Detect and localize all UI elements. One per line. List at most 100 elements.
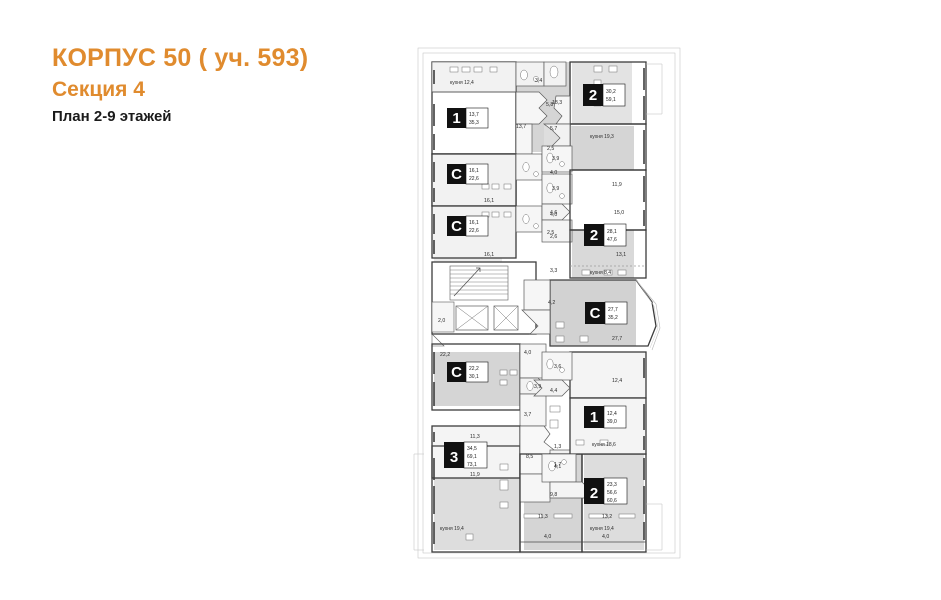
badge-area-with-balcony: 73,1 [467, 462, 477, 468]
badge-area-living: 28,1 [607, 229, 617, 235]
dim-1-7: 1,7 [554, 462, 561, 468]
dim-13-1: 13,1 [616, 252, 626, 258]
kitchen-apt2-bottom: кухня 19,4 [590, 526, 614, 532]
dim-3-3: 3,3 [550, 268, 557, 274]
dim-18-3: 18,3 [552, 100, 562, 106]
dim-4-0a: 4,0 [550, 170, 557, 176]
dim-kitchen-apt1-top: кухня 12,4 [450, 80, 474, 86]
dim-16-1b: 16,1 [484, 252, 494, 258]
dim-15-0: 15,0 [614, 210, 624, 216]
dim-1-3: 1,3 [554, 444, 561, 450]
floor-plan-drawing: кухня 12,4 3,4 5,8 13,7 2,5 4,0 16,1 4,0… [413, 47, 681, 559]
dim-11-3b: 11,3 [538, 514, 548, 520]
apartment-badge-2-mid-right[interactable]: 2 28,1 47,6 [584, 223, 627, 247]
dim-5-8: 5,8 [546, 102, 553, 108]
dimension-labels: кухня 12,4 3,4 5,8 13,7 2,5 4,0 16,1 4,0… [438, 78, 626, 540]
dim-3-9c: 3,9 [552, 186, 559, 192]
badge-area-living: 30,2 [606, 89, 616, 95]
dim-4-6: 4,6 [550, 210, 557, 216]
badge-letter: 1 [452, 110, 460, 127]
page-title-line2: Секция 4 [52, 77, 145, 101]
badge-area-total: 35,3 [469, 120, 479, 126]
badge-area-living: 13,7 [469, 112, 479, 118]
dim-11-9: 11,9 [470, 472, 480, 478]
badge-area-total: 59,1 [606, 97, 616, 103]
badge-letter: C [451, 166, 462, 183]
bathroom-cluster-top [515, 61, 567, 87]
apartment-badge-c-upper-left-2[interactable]: C 16,1 22,6 [447, 215, 489, 237]
kitchen-apt1-low: кухня 18,6 [592, 442, 616, 448]
kitchen-apt2-mid: кухня 8,4 [590, 270, 611, 276]
balcony-outlines [413, 63, 663, 551]
badge-area-total: 22,6 [469, 228, 479, 234]
badge-area-living: 27,7 [608, 307, 618, 313]
dim-16-1a: 16,1 [484, 198, 494, 204]
dim-3-6: 3,6 [554, 364, 561, 370]
kitchen-apt2-top: кухня 19,3 [590, 134, 614, 140]
apartment-badge-3-low-left[interactable]: 3 34,5 69,1 73,1 [444, 441, 488, 469]
badge-area-total: 39,0 [607, 419, 617, 425]
dim-4-0b: 4,0 [550, 212, 557, 218]
dim-5-7: 5,7 [550, 126, 557, 132]
dim-3-7: 3,7 [524, 412, 531, 418]
badge-area-with-balcony: 60,6 [607, 498, 617, 504]
badge-letter: 3 [450, 449, 458, 466]
badge-area-total: 56,6 [607, 490, 617, 496]
dim-3-4: 3,4 [535, 78, 542, 84]
floor-plan-container: кухня 12,4 3,4 5,8 13,7 2,5 4,0 16,1 4,0… [404, 34, 694, 568]
dim-13-7: 13,7 [516, 124, 526, 130]
badge-letter: 2 [590, 227, 598, 244]
page-title-line1: КОРПУС 50 ( уч. 593) [52, 44, 309, 72]
badge-area-living: 23,3 [607, 482, 617, 488]
badge-area-living: 34,5 [467, 446, 477, 452]
apartment-badge-c-mid-right[interactable]: C 27,7 35,2 [585, 301, 628, 325]
badge-area-total: 35,2 [608, 315, 618, 321]
hall-top-left [515, 91, 548, 155]
badge-letter: C [451, 218, 462, 235]
apartment-badge-c-upper-left-1[interactable]: C 16,1 22,6 [447, 163, 489, 185]
dim-8-5: 8,5 [526, 454, 533, 460]
badge-letter: C [451, 364, 462, 381]
dim-9-8: 9,8 [550, 492, 557, 498]
bathrooms-mid-column [541, 145, 573, 243]
badge-area-total: 47,6 [607, 237, 617, 243]
dim-4-0d: 4,0 [544, 534, 551, 540]
badge-letter: 2 [590, 485, 598, 502]
apartment-badge-1-top-left[interactable]: 1 13,7 35,3 [447, 107, 489, 129]
dim-12-4: 12,4 [612, 378, 622, 384]
bottom-rooms-walls [519, 453, 647, 553]
apartment-badge-2-bottom-right[interactable]: 2 23,3 56,6 60,6 [584, 477, 628, 505]
dim-4-1: 4,1 [554, 464, 561, 470]
title-block: КОРПУС 50 ( уч. 593) Секция 4 План 2-9 э… [52, 44, 308, 125]
badge-area-living: 16,1 [469, 168, 479, 174]
apartment-c-mid-right-walls [521, 279, 661, 351]
badge-area-living: 22,2 [469, 366, 479, 372]
badge-area-total: 30,1 [469, 374, 479, 380]
badge-area-living: 12,4 [607, 411, 617, 417]
badge-area-total: 69,1 [467, 454, 477, 460]
apartment-badge-c-mid-left[interactable]: C 22,2 30,1 [447, 361, 489, 383]
dim-3-9a: 3,9 [534, 384, 541, 390]
dim-3-9b: 3,9 [552, 156, 559, 162]
kitchen-apt3: кухня 19,4 [440, 526, 464, 532]
apartment-2-mid-right-walls [569, 169, 647, 279]
dim-2-5a: 2,5 [547, 146, 554, 152]
apartment-badge-1-low-right[interactable]: 1 12,4 39,0 [584, 405, 627, 429]
dim-2-5b: 2,5 [547, 230, 554, 236]
dim-2-6: 2,6 [550, 234, 557, 240]
vertical-circulation-core [431, 261, 537, 347]
badge-area-living: 16,1 [469, 220, 479, 226]
dim-11-3a: 11,3 [470, 434, 480, 440]
dim-13-2: 13,2 [602, 514, 612, 520]
apartment-1-top-left-walls [431, 61, 517, 155]
dim-4-4: 4,4 [550, 388, 557, 394]
badge-letter: 1 [590, 409, 598, 426]
badge-letter: 2 [589, 87, 597, 104]
badge-area-total: 22,6 [469, 176, 479, 182]
dim-2-0: 2,0 [438, 318, 445, 324]
dim-4-2: 4,2 [548, 300, 555, 306]
dim-11-9b: 11,9 [612, 182, 622, 188]
apartment-badge-2-top-right[interactable]: 2 30,2 59,1 [583, 83, 626, 107]
badge-letter: C [590, 305, 601, 322]
dim-4-0c: 4,0 [524, 350, 531, 356]
